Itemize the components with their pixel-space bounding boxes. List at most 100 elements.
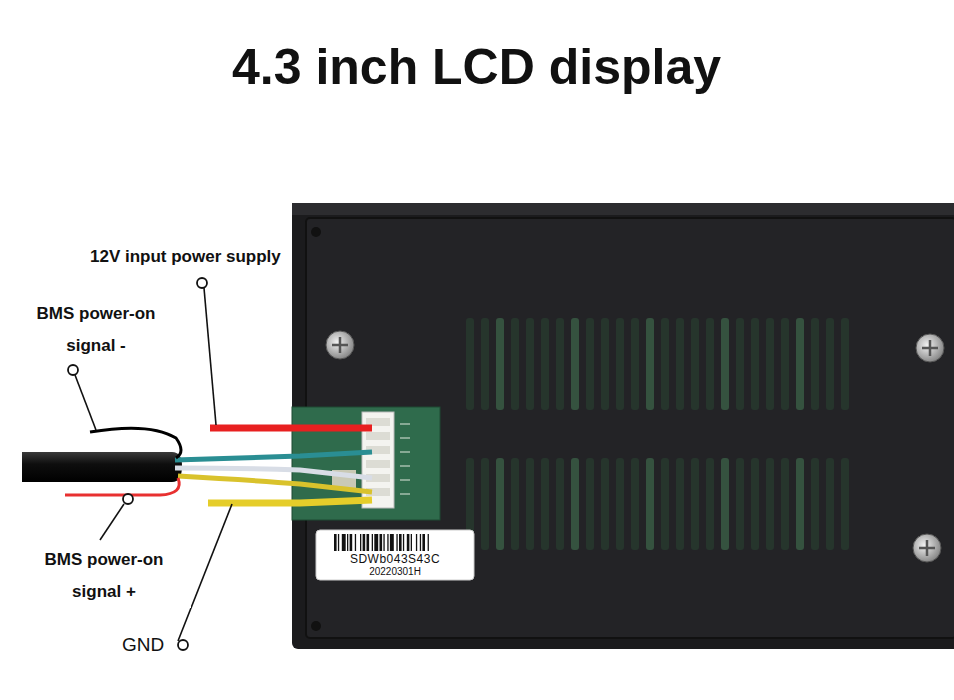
vent-slot [481,318,489,410]
vent-slot [511,318,519,410]
vent-slot [751,458,759,550]
vent-slot [736,458,744,550]
vent-slot [511,458,519,550]
screw [913,534,941,562]
barcode [334,534,429,551]
vent-slot [586,458,594,550]
callout-label: GND [120,629,166,661]
barcode-bar [420,534,421,551]
barcode-bar [428,534,429,551]
barcode-bar [407,534,410,551]
vent-slot [811,318,819,410]
vent-slot [691,458,699,550]
housing [292,203,954,649]
barcode-bar [387,534,388,551]
date-code: 20220301H [369,566,421,577]
title: 4.3 inch LCD display [232,38,721,96]
vent-slot [496,458,504,550]
vent-slot [526,458,534,550]
barcode-bar [399,534,402,551]
vent-slot [556,458,564,550]
vent-slot [796,318,804,410]
callout-label: BMS power-on signal + [17,544,191,608]
vent-slot [481,458,489,550]
barcode-bar [338,534,339,551]
vent-slot [646,458,654,550]
corner-hole [311,227,321,237]
vent-slot [751,318,759,410]
vent-slot [616,458,624,550]
barcode-bar [374,534,378,551]
barcode-bar [334,534,337,551]
vent-slot [706,458,714,550]
barcode-bar [422,534,425,551]
cable-jacket [22,452,182,482]
vent-slot [661,458,669,550]
callout-label: BMS power-on signal - [9,298,183,362]
barcode-bar [360,534,361,551]
barcode-bar [383,534,384,551]
vent-slot [706,318,714,410]
vent-slot [766,318,774,410]
vent-slot [796,458,804,550]
wire-yellow [208,500,372,503]
vent-slot [691,318,699,410]
vent-slot [676,318,684,410]
vent-slot [826,458,834,550]
vent-slot [571,458,579,550]
model-number: SDWb043S43C [350,553,440,566]
vent-slot [841,458,849,550]
housing-rim [292,203,954,215]
vent-slot [721,458,729,550]
vent-slot [601,458,609,550]
vent-slot [601,318,609,410]
wire-red-thin [65,478,179,495]
barcode-bar [396,534,397,551]
vent-slot [646,318,654,410]
vent-slot [526,318,534,410]
vent-slot [781,458,789,550]
barcode-bar [347,534,348,551]
wire-yellow [178,476,372,492]
screw [326,331,354,359]
barcode-bar [342,534,346,551]
vent-slot [721,318,729,410]
vent-slots [466,318,849,550]
barcode-bar [355,534,356,551]
barcode-bar [367,534,370,551]
vent-slot [661,318,669,410]
vent-slot [616,318,624,410]
callout-label: 12V input power supply [88,241,283,273]
vent-slot [496,318,504,410]
vent-slot [571,318,579,410]
vent-slot [631,458,639,550]
barcode-bar [380,534,383,551]
barcode-bar [390,534,394,551]
vent-slot [766,458,774,550]
vent-slot [736,318,744,410]
label-sticker [316,530,474,580]
vent-slot [541,458,549,550]
vent-slot [541,318,549,410]
wire-red [210,425,372,432]
vent-slot [556,318,564,410]
barcode-bar [416,534,417,551]
wire-teal [175,452,372,460]
wire-black [90,428,181,458]
barcode-bar [372,534,373,551]
screw [916,334,944,362]
corner-hole [311,621,321,631]
vent-slot [466,318,474,410]
barcode-bar [363,534,366,551]
vent-slot [586,318,594,410]
vent-slot [676,458,684,550]
vent-slot [631,318,639,410]
barcode-bar [403,534,404,551]
sticker-label: SDWb043S43C20220301H [316,530,474,580]
vent-slot [841,318,849,410]
barcode-bar [411,534,412,551]
vent-slot [781,318,789,410]
vent-slot [811,458,819,550]
silkscreen [400,424,410,494]
barcode-bar [350,534,353,551]
